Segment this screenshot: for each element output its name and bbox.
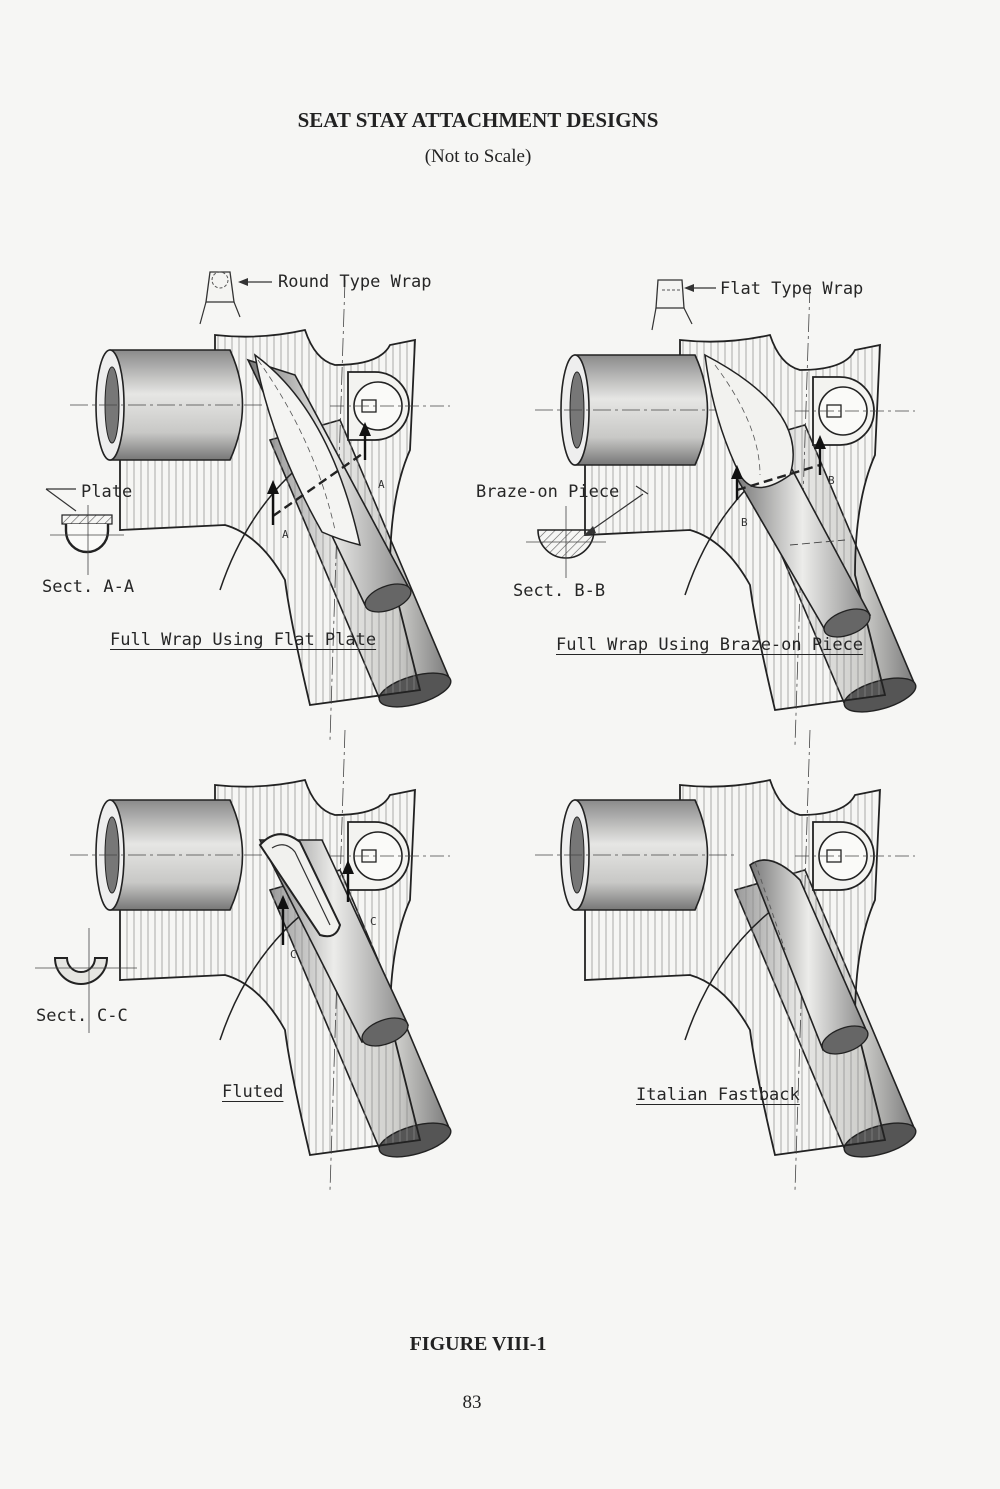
panel-1-drawing [69,279,456,741]
panel-4-drawing [534,729,921,1191]
section-letter-b-left: B [741,516,748,529]
panel-3-drawing [69,729,456,1191]
panel-1-caption: Full Wrap Using Flat Plate [110,630,377,650]
panel-3-section-label-b: C-C [97,1006,128,1026]
section-letter-c-right: C [370,915,377,928]
panel-2-part-label: Braze-on Piece [476,482,620,502]
panel-2-caption: Full Wrap Using Braze-on Piece [556,635,864,655]
panel-3-section-label-a: Sect. [36,1006,88,1026]
section-letter-a-left: A [282,528,289,541]
page-title: SEAT STAY ATTACHMENT DESIGNS [297,108,659,132]
section-b-b-drawing [526,485,649,578]
section-letter-b-right: B [828,474,835,487]
panel-1-part-label: Plate [81,482,133,502]
page-subtitle: (Not to Scale) [424,146,532,167]
panel-2-wrap-label: Flat Type Wrap [720,279,864,299]
panel-4-caption: Italian Fastback [636,1085,800,1105]
flat-wrap-detail [651,279,716,331]
panel-1-wrap-label: Round Type Wrap [278,272,432,292]
panel-2-drawing [534,284,921,746]
round-wrap-detail [199,271,272,325]
section-letter-a-right: A [378,478,385,491]
panel-1-section-label: Sect. A-A [42,577,135,597]
figure-label: FIGURE VIII-1 [409,1333,547,1355]
panel-3-caption: Fluted [222,1082,284,1102]
page-number: 83 [462,1392,482,1413]
section-a-a-drawing [45,488,124,575]
section-letter-c-left: C [290,948,297,961]
panel-2-section-label: Sect. B-B [513,581,606,601]
section-c-c-drawing [35,928,137,1033]
